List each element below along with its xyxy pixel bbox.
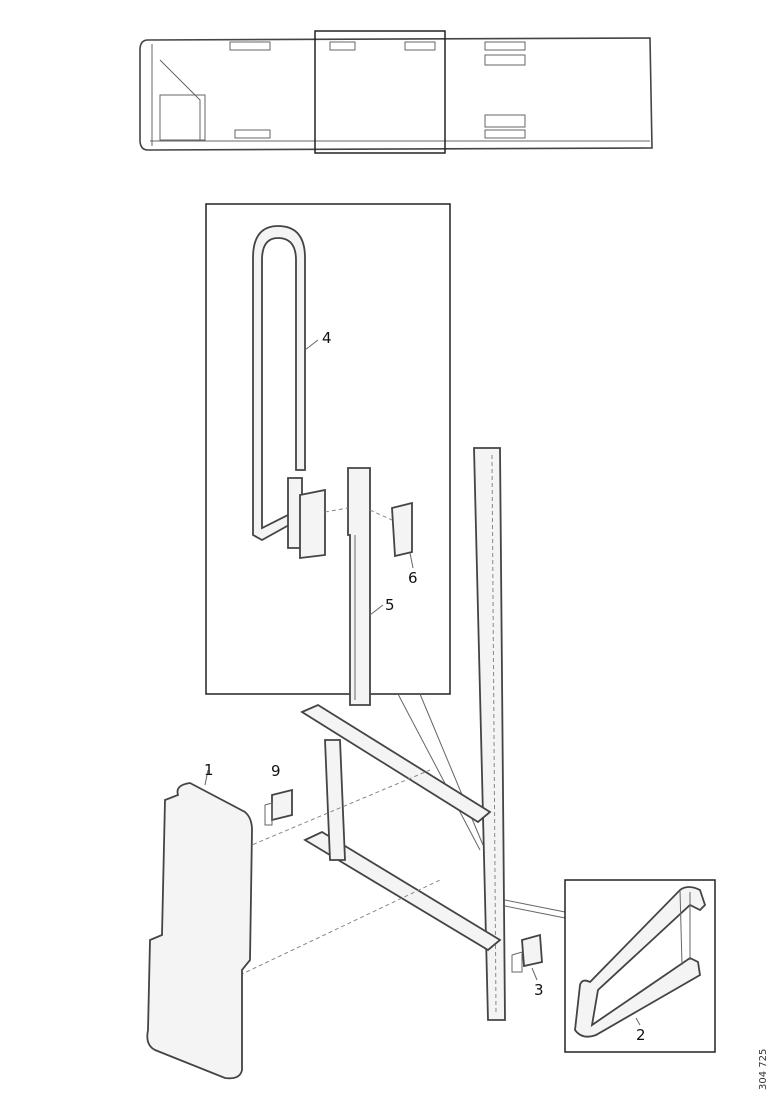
callout-9: 9 [271,762,281,780]
callout-1: 1 [204,761,214,779]
panel-part-1 [146,782,253,1080]
figure-code: 304 725 [758,1049,769,1090]
post-part-5 [347,467,371,706]
detail-inset-box [205,203,451,695]
inset2-pointer-line [504,899,566,913]
clip-part-9 [264,788,293,826]
handrail-part-4 [252,225,306,542]
vertical-pole [473,447,506,1021]
clip-part-3 [511,933,543,973]
inset2-pointer-line [504,905,566,919]
handrail-part-2 [574,886,707,1038]
callout-3: 3 [534,981,544,999]
callout-6: 6 [408,569,418,587]
bracket-part [287,477,326,560]
callout-4: 4 [322,329,332,347]
plate-part-6 [391,501,413,558]
bus-outline [139,37,653,151]
callout-2: 2 [636,1026,646,1044]
inset-pointer-line [397,693,481,851]
callout-5: 5 [385,596,395,614]
detail-inset2-box [564,879,716,1053]
frame-bars [239,703,502,976]
inset-pointer-line [419,693,484,846]
highlight-section-box [314,30,446,154]
